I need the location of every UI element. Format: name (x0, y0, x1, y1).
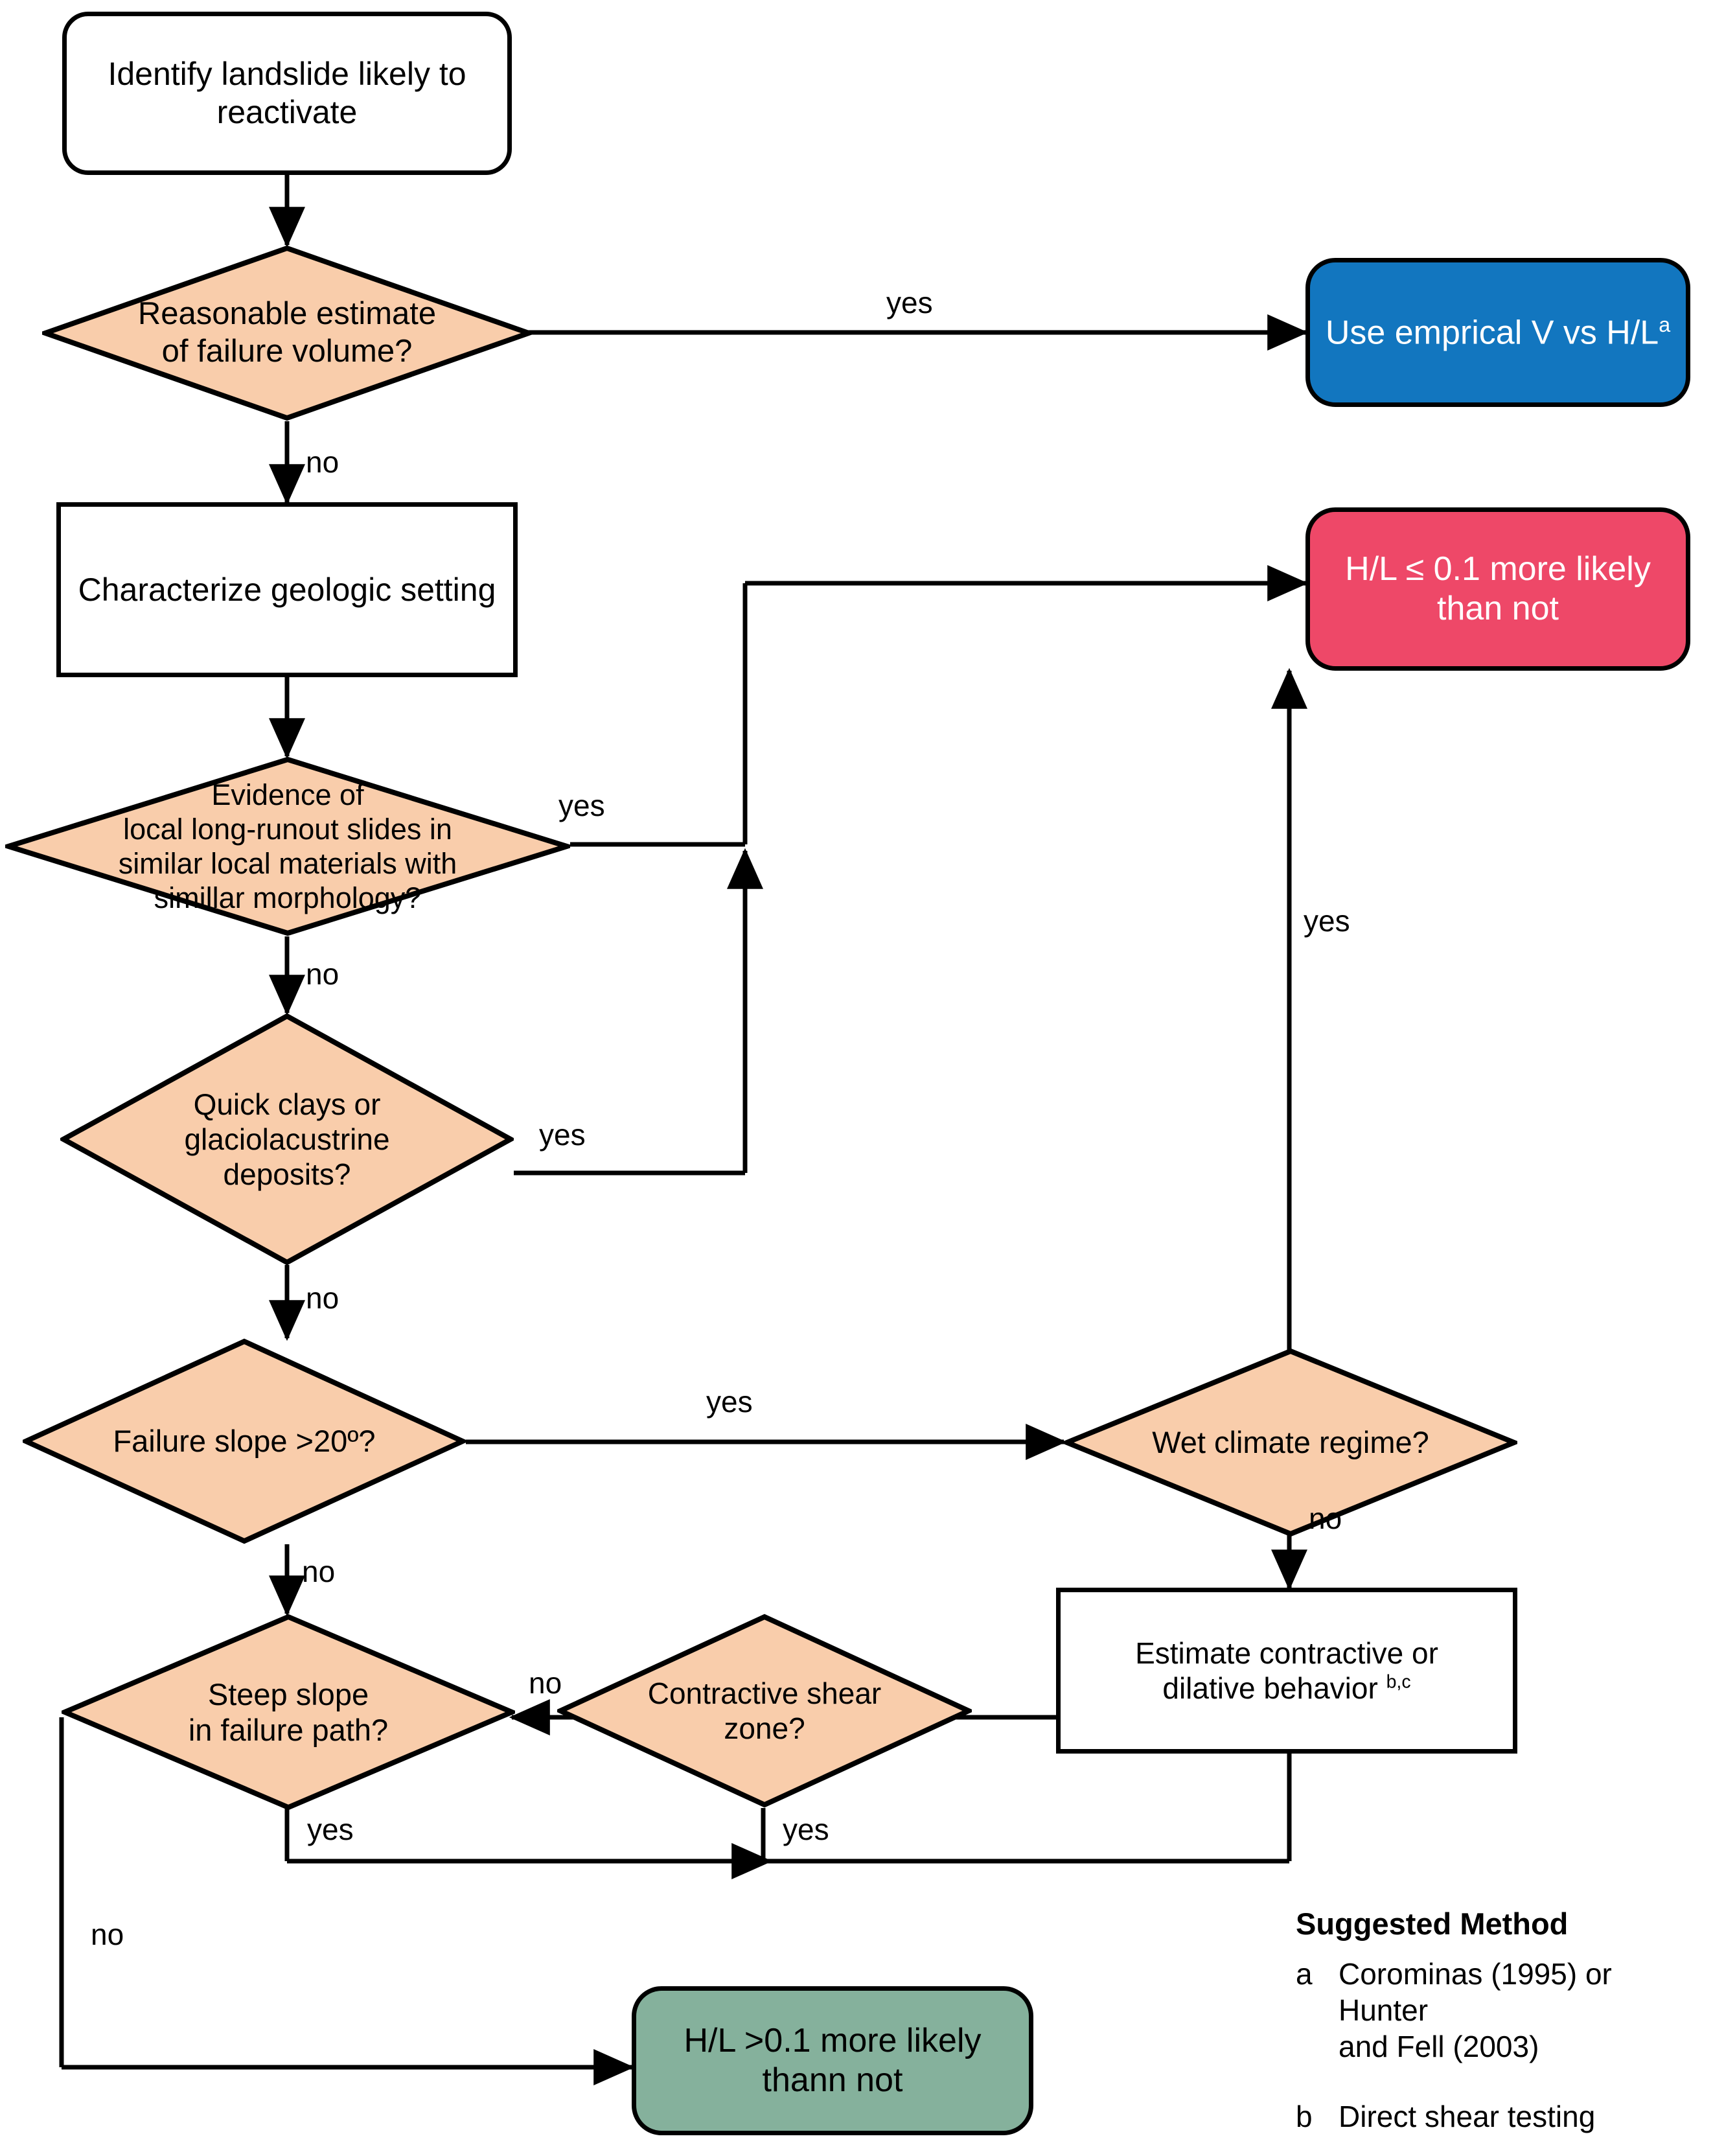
node-steepslope-label: Steep slope in failure path? (188, 1676, 389, 1747)
node-result-low-label: H/L ≤ 0.1 more likely than not (1345, 550, 1651, 627)
edge-label-steepslope-yes: yes (307, 1813, 354, 1846)
diamond-shape (62, 1614, 515, 1811)
edge-label-steepslope-no: no (91, 1918, 124, 1951)
node-estimate-label: Estimate contractive or dilative behavio… (1135, 1636, 1438, 1705)
node-slope20-label: Failure slope >20º? (113, 1424, 376, 1459)
superscript-a: a (1659, 312, 1671, 336)
node-result-low[interactable]: H/L ≤ 0.1 more likely than not (1305, 507, 1690, 671)
edge-label-quickclays-no: no (306, 1281, 339, 1315)
diamond-shape (5, 756, 570, 936)
legend-text-b: Direct shear testing (1339, 2100, 1596, 2134)
node-estimate[interactable]: Estimate contractive or dilative behavio… (1056, 1588, 1517, 1754)
edge-label-volume-no: no (306, 445, 339, 479)
node-characterize-label: Characterize geologic setting (78, 571, 496, 608)
superscript-bc: b,c (1386, 1671, 1411, 1693)
node-result-high-label: H/L >0.1 more likely thann not (684, 2021, 982, 2099)
legend-item-a: a Corominas (1995) or Hunter and Fell (2… (1296, 1956, 1697, 2065)
node-contractive[interactable]: Contractive shear zone? (557, 1614, 972, 1808)
node-use-empirical-label: Use emprical V vs H/La (1325, 312, 1671, 352)
edge-label-wetclimate-no: no (1309, 1501, 1342, 1535)
edge-label-volume-yes: yes (886, 286, 933, 319)
node-steepslope[interactable]: Steep slope in failure path? (62, 1614, 515, 1811)
node-contractive-label: Contractive shear zone? (647, 1676, 882, 1745)
legend-text-a: Corominas (1995) or Hunter and Fell (200… (1339, 1957, 1612, 2064)
node-volume[interactable]: Reasonable estimate of failure volume? (42, 245, 532, 421)
edge-label-evidence-no: no (306, 957, 339, 991)
edge-label-contractive-no: no (529, 1666, 562, 1700)
node-start-label: Identify landslide likely to reactivate (108, 56, 466, 130)
node-wetclimate[interactable]: Wet climate regime? (1064, 1348, 1517, 1537)
edge-label-evidence-yes: yes (558, 789, 605, 822)
legend-title: Suggested Method (1296, 1907, 1569, 1941)
legend-key-a: a (1296, 1957, 1313, 1991)
edge-label-contractive-yes: yes (783, 1813, 829, 1846)
diamond-shape (557, 1614, 972, 1808)
diamond-shape (42, 245, 532, 421)
diamond-shape (23, 1338, 466, 1544)
node-evidence[interactable]: Evidence of local long-runout slides in … (5, 756, 570, 936)
edge-label-slope20-yes: yes (706, 1385, 753, 1419)
node-result-high[interactable]: H/L >0.1 more likely thann not (632, 1986, 1033, 2135)
node-use-empirical[interactable]: Use emprical V vs H/La (1305, 258, 1690, 407)
edge-label-slope20-no: no (302, 1555, 336, 1588)
node-wetclimate-label: Wet climate regime? (1152, 1425, 1429, 1460)
legend-item-b: b Direct shear testing (1296, 2098, 1697, 2135)
node-quickclays-label: Quick clays or glaciolacustrine deposits… (184, 1087, 390, 1192)
node-start[interactable]: Identify landslide likely to reactivate (62, 12, 512, 175)
node-slope20[interactable]: Failure slope >20º? (23, 1338, 466, 1544)
node-characterize[interactable]: Characterize geologic setting (56, 502, 518, 677)
edge-label-wetclimate-yes: yes (1304, 904, 1350, 938)
node-volume-label: Reasonable estimate of failure volume? (137, 296, 437, 369)
node-quickclays[interactable]: Quick clays or glaciolacustrine deposits… (60, 1013, 514, 1266)
edge-label-quickclays-yes: yes (539, 1118, 586, 1152)
diamond-shape (60, 1013, 514, 1266)
legend-key-b: b (1296, 2100, 1313, 2134)
diamond-shape (1064, 1348, 1517, 1537)
node-evidence-label: Evidence of local long-runout slides in … (118, 778, 457, 915)
legend-suggested-method: Suggested Method a Corominas (1995) or H… (1296, 1908, 1697, 2156)
